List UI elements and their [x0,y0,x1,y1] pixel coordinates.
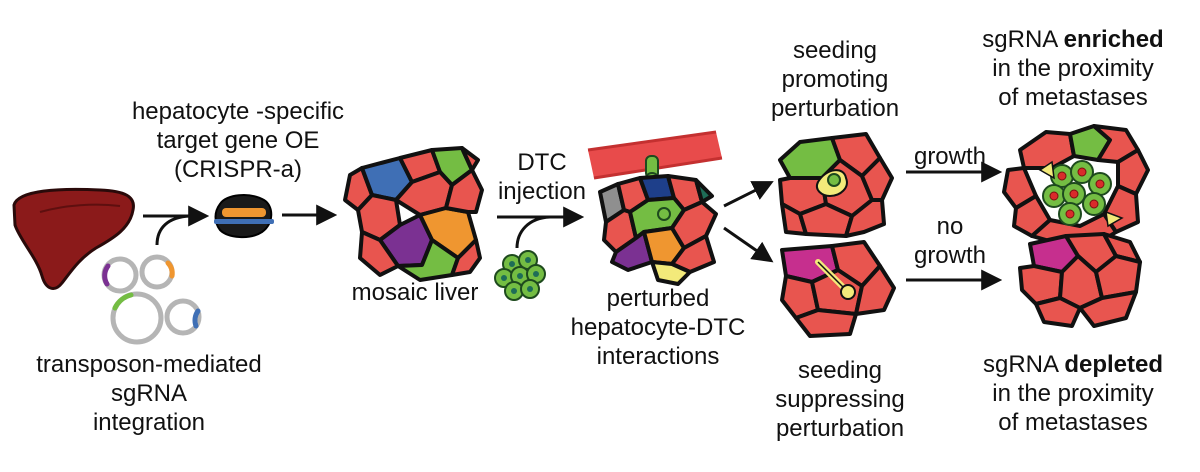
hepatocyte-cell-icon [778,132,894,238]
arrow-to-promoting [723,181,774,208]
enriched-label: sgRNA enriched in the proximity of metas… [982,26,1164,111]
no-growth-label: no growth [913,213,987,269]
depleted-keyword: depleted [1064,351,1164,378]
liver-icon [12,187,135,290]
arrow-dtc-merge [515,215,551,249]
metastasis-core-icon [1038,160,1124,228]
plasmid-icon [101,254,202,345]
invading-dtc-icon [816,169,848,198]
blocked-dtc-icon [815,259,856,300]
mosaic-liver-icon [343,146,484,282]
arrow-to-suppressing [723,226,774,263]
seeding-suppressing-label: seeding suppressing perturbation [775,357,905,442]
perturbed-liver-icon [598,174,718,286]
hepatocyte-cell-icon-suppressing [780,240,896,338]
depleted-hepatocyte-icon [1018,232,1142,328]
seeding-promoting-label: seeding promoting perturbation [770,37,900,122]
perturbed-interactions-label: perturbed hepatocyte-DTC interactions [570,285,746,370]
growth-label: growth [913,143,987,170]
arrow-plasmid-merge [155,214,191,246]
mosaic-liver-label: mosaic liver [351,279,479,306]
enriched-keyword: enriched [1063,26,1164,53]
transposon-label: transposon-mediated sgRNA integration [36,351,262,436]
dtc-injection-label: DTC injection [497,149,587,205]
depleted-label: sgRNA depleted in the proximity of metas… [982,351,1164,436]
tumor-cell-cluster-icon [494,250,546,301]
hepatocyte-target-label: hepatocyte -specific target gene OE (CRI… [131,98,345,183]
dcas9-activator-icon [214,194,274,238]
